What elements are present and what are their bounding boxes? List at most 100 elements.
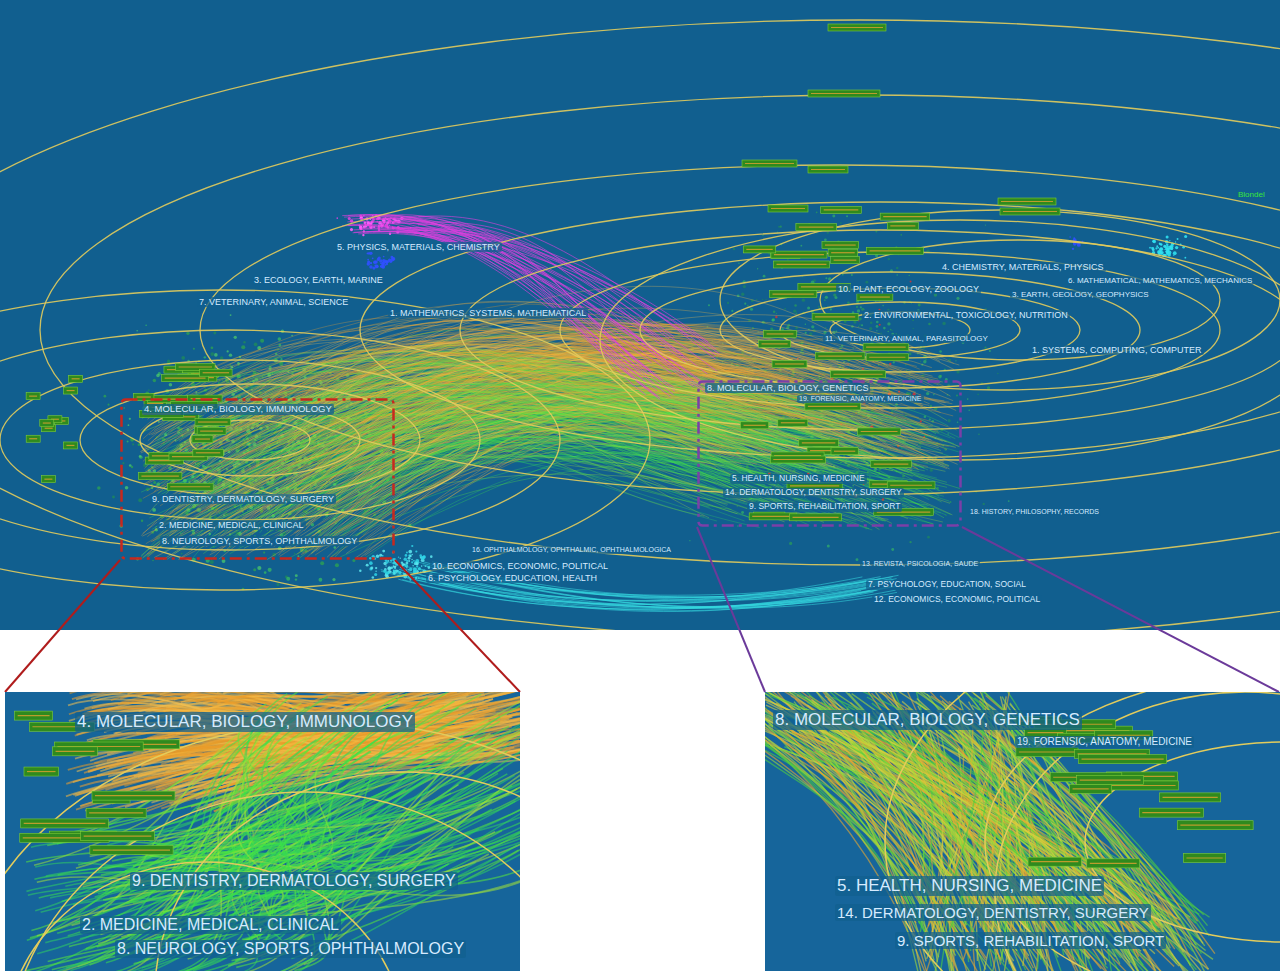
map-point <box>213 331 216 334</box>
map-point <box>978 433 980 435</box>
map-point <box>1177 238 1179 240</box>
map-point <box>294 553 295 554</box>
map-ground <box>0 0 1280 630</box>
map-point <box>382 259 385 262</box>
map-point <box>887 322 890 325</box>
map-point <box>408 554 411 557</box>
map-point <box>870 322 873 325</box>
map-point <box>383 256 385 258</box>
map-point <box>136 330 138 332</box>
map-point <box>409 568 413 572</box>
map-point <box>852 485 854 487</box>
map-point <box>234 336 237 339</box>
map-point <box>411 545 413 547</box>
map-point <box>392 558 393 559</box>
map-point <box>129 464 132 467</box>
map-point <box>933 394 935 396</box>
map-point <box>818 306 820 308</box>
map-point <box>773 329 775 331</box>
map-point <box>385 260 388 263</box>
map-point <box>400 558 401 559</box>
map-point <box>319 578 323 582</box>
map-point <box>386 561 388 563</box>
map-point <box>380 266 382 268</box>
map-point <box>362 234 364 236</box>
map-point <box>744 303 746 305</box>
map-point <box>762 234 764 236</box>
map-point <box>141 520 143 522</box>
map-point <box>876 330 877 331</box>
map-point <box>1184 235 1187 238</box>
map-point <box>372 257 374 259</box>
map-point <box>807 307 810 310</box>
map-point <box>784 308 786 310</box>
map-point <box>181 356 185 360</box>
map-point <box>412 565 414 567</box>
map-point <box>869 327 872 330</box>
map-point <box>139 455 142 458</box>
map-point <box>833 293 836 296</box>
map-point <box>930 469 933 472</box>
map-point <box>890 329 892 331</box>
map-point <box>268 568 272 572</box>
map-point <box>1160 247 1164 251</box>
map-point <box>408 557 411 560</box>
map-point <box>1155 247 1157 249</box>
map-point <box>405 554 408 557</box>
map-point <box>967 398 969 400</box>
map-point <box>876 325 879 328</box>
map-point <box>320 561 324 565</box>
map-point <box>956 370 959 373</box>
map-point <box>757 268 758 269</box>
map-point <box>731 310 733 312</box>
map-point <box>372 266 375 269</box>
map-point <box>264 571 267 574</box>
map-point <box>772 318 775 321</box>
map-point <box>875 230 877 232</box>
map-point <box>832 215 835 218</box>
map-point <box>211 346 214 349</box>
map-point <box>411 554 413 556</box>
map-point <box>983 503 985 505</box>
map-point <box>153 379 156 382</box>
map-point <box>385 260 389 264</box>
map-point <box>869 476 870 477</box>
map-point <box>377 258 380 261</box>
map-point <box>391 261 392 262</box>
map-point <box>949 501 951 503</box>
map-point <box>987 386 990 389</box>
map-point <box>210 560 214 564</box>
map-point <box>145 324 147 326</box>
map-point <box>750 308 753 311</box>
map-point <box>167 360 170 363</box>
map-point <box>918 304 921 307</box>
map-point <box>781 328 784 331</box>
map-point <box>927 536 930 539</box>
map-point <box>260 339 264 343</box>
map-point <box>909 275 910 276</box>
map-point <box>857 309 860 312</box>
map-point <box>123 407 124 408</box>
map-point <box>984 406 985 407</box>
map-point <box>727 302 729 304</box>
map-point <box>883 327 886 330</box>
map-point <box>411 561 413 563</box>
map-point <box>369 561 373 565</box>
map-point <box>148 389 150 391</box>
map-point <box>844 320 847 323</box>
map-point <box>756 299 757 300</box>
map-point <box>859 324 861 326</box>
map-point <box>1166 251 1169 254</box>
map-point <box>393 566 395 568</box>
map-point <box>765 299 766 300</box>
map-point <box>336 217 338 219</box>
map-point <box>926 392 929 395</box>
map-point <box>390 567 393 570</box>
map-point <box>214 353 218 357</box>
map-point <box>348 217 351 220</box>
map-point <box>393 565 395 567</box>
map-point <box>846 215 848 217</box>
map-point <box>407 569 409 571</box>
map-point <box>824 299 826 301</box>
map-point <box>389 260 392 263</box>
